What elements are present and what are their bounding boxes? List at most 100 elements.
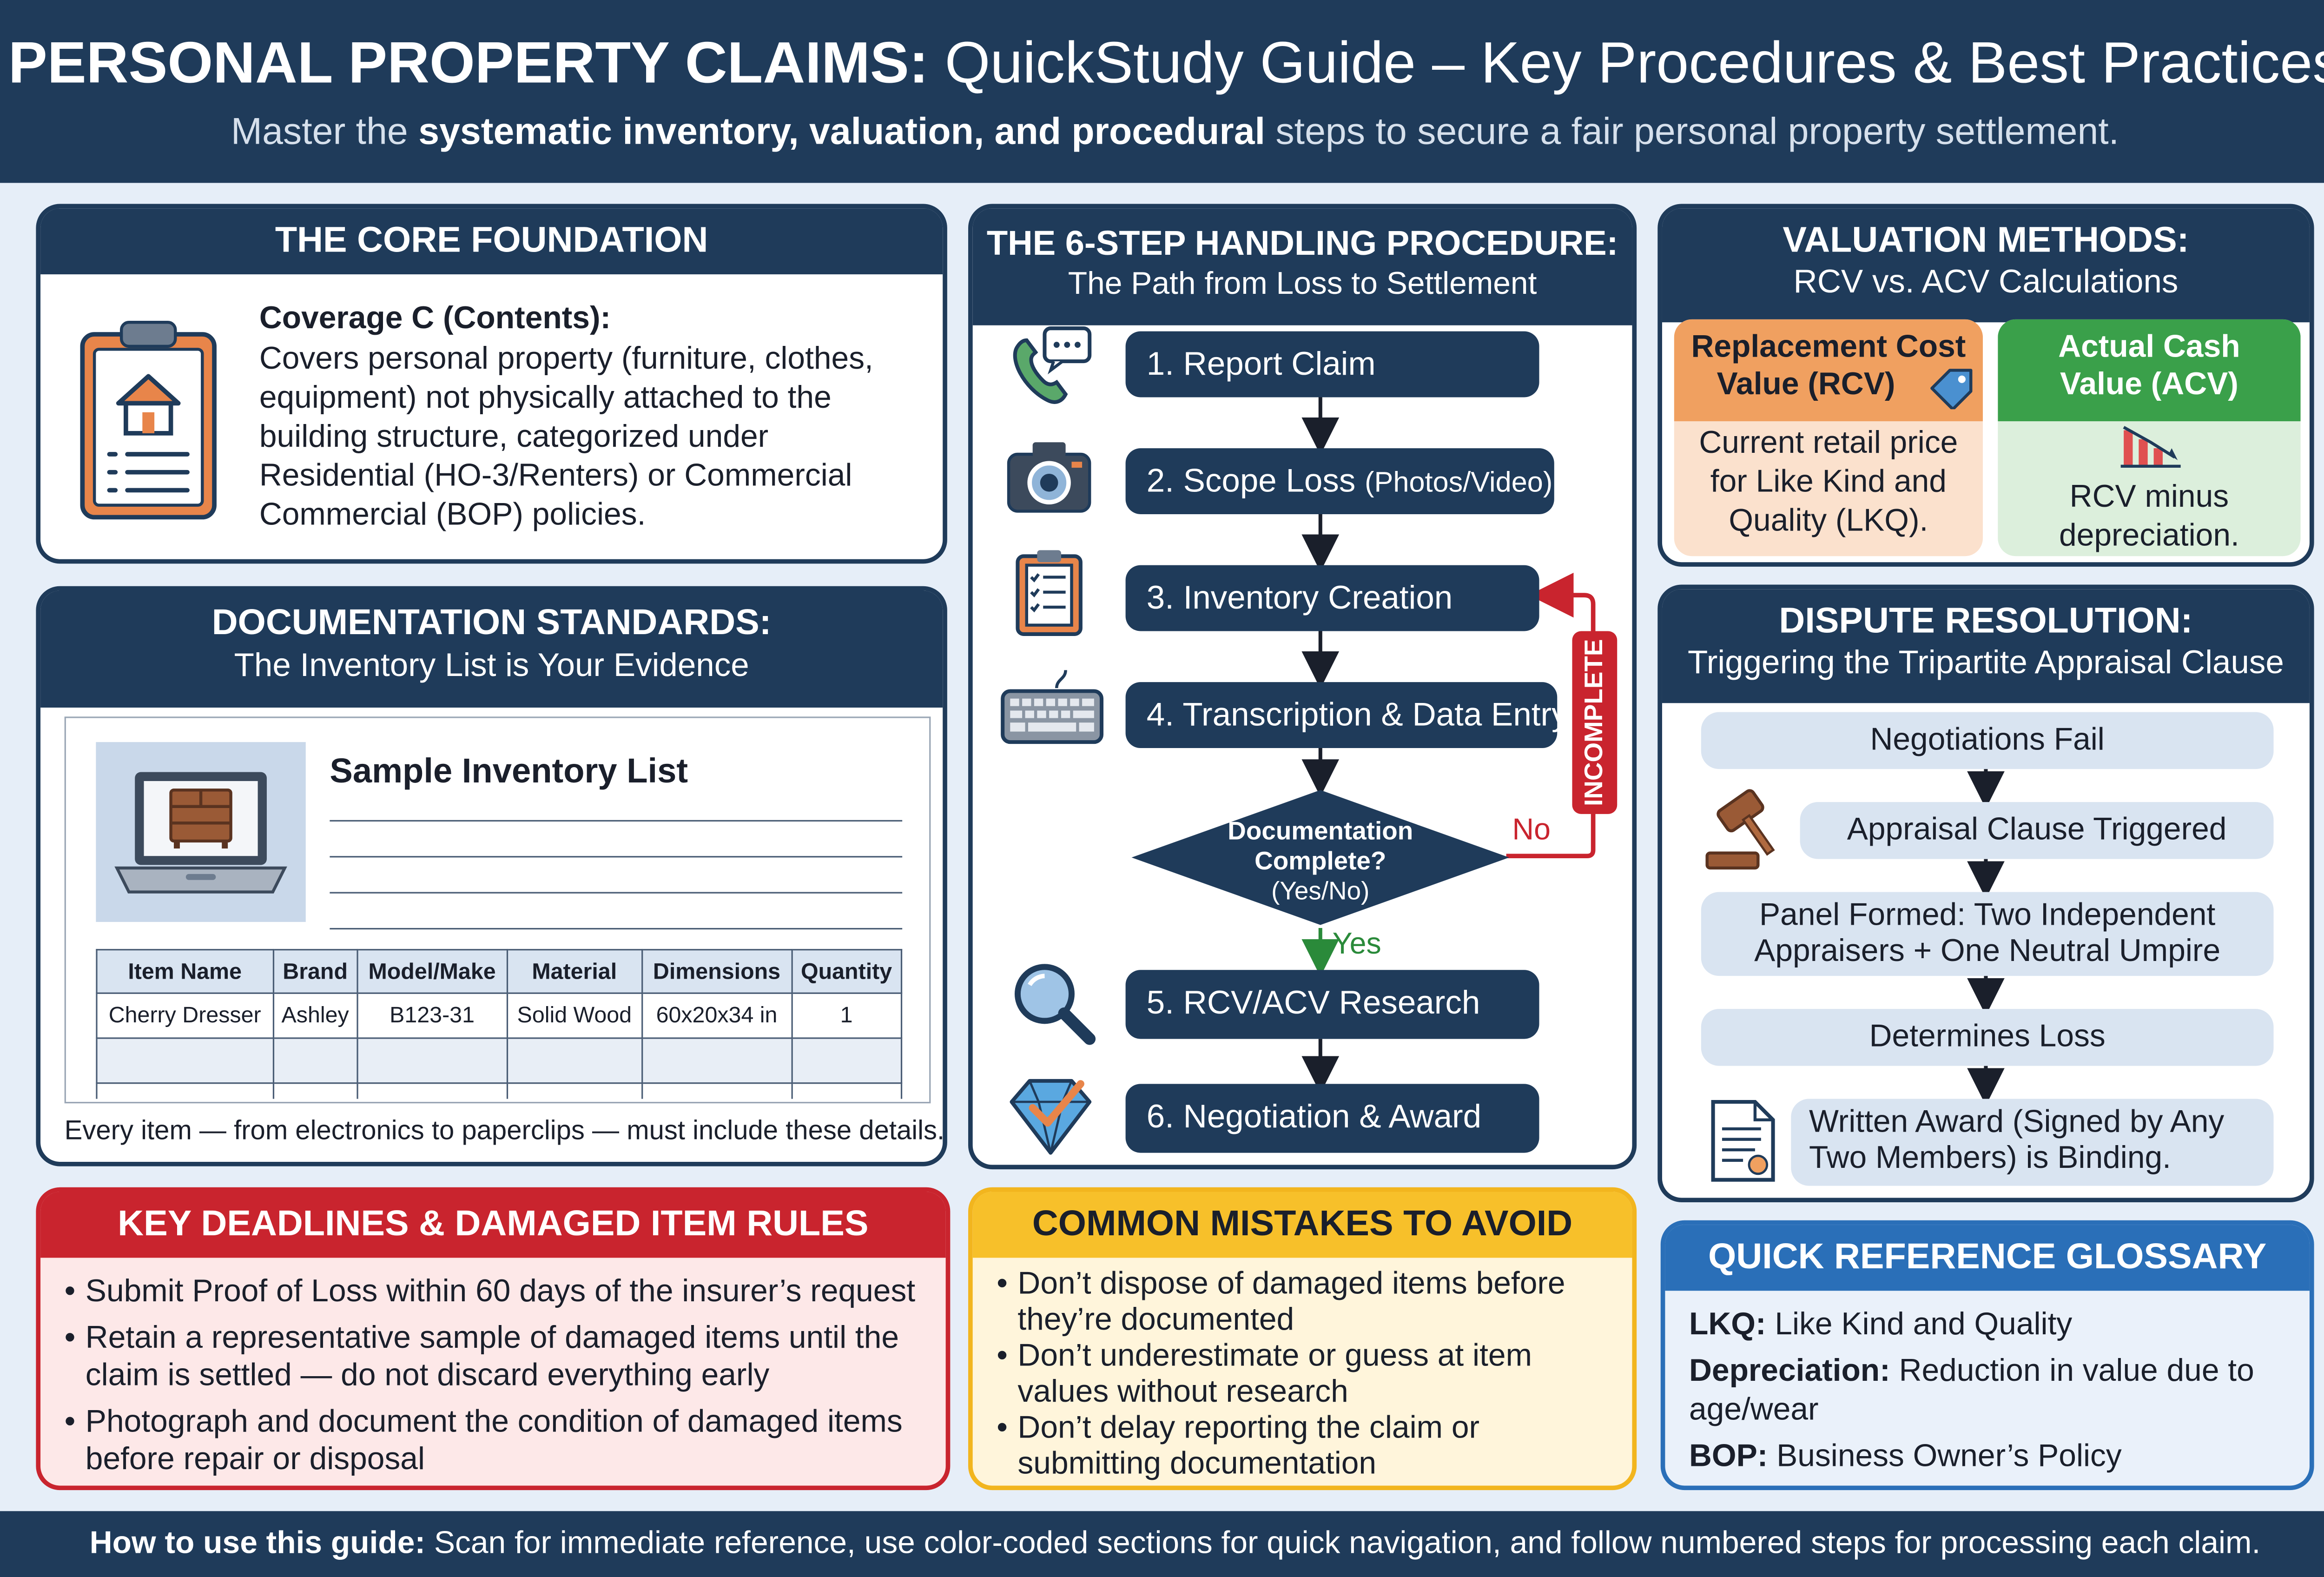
coverage-c-heading: Coverage C (Contents): [259, 301, 611, 336]
phone-chat-icon [1013, 326, 1092, 404]
table-cell [272, 1037, 358, 1084]
list-item: Don’t delay reporting the claim or submi… [997, 1411, 1614, 1483]
inventory-caption: Every item — from electronics to papercl… [64, 1115, 945, 1146]
table-cell [357, 1037, 508, 1084]
blank-line [330, 892, 903, 894]
dispute-panel: DISPUTE RESOLUTION: Triggering the Tripa… [1657, 584, 2314, 1203]
decision-diamond [1131, 790, 1510, 925]
blank-line [330, 928, 903, 930]
blank-line [330, 820, 903, 822]
procedure-subtitle: The Path from Loss to Settlement [1068, 266, 1537, 302]
valuation-panel: VALUATION METHODS: RCV vs. ACV Calculati… [1657, 204, 2314, 567]
table-cell [96, 1037, 274, 1084]
dispute-step-negotiations-fail: Negotiations Fail [1701, 712, 2274, 769]
dispute-title: DISPUTE RESOLUTION: Triggering the Tripa… [1662, 589, 2310, 703]
sample-inventory-title: Sample Inventory List [330, 751, 688, 790]
list-item: Submit Proof of Loss within 60 days of t… [65, 1273, 928, 1311]
acv-body: RCV minus depreciation. [2059, 479, 2239, 553]
checklist-icon [1016, 550, 1083, 636]
clipboard-house-icon [80, 321, 217, 520]
table-cell: 1 [791, 992, 903, 1039]
dispute-step-determines-loss: Determines Loss [1701, 1009, 2274, 1066]
decision-label: Documentation Complete? (Yes/No) [1228, 817, 1413, 906]
table-cell [357, 1082, 508, 1099]
table-cell [791, 1037, 903, 1084]
list-item: Retain a representative sample of damage… [65, 1319, 928, 1394]
no-label: No [1512, 814, 1551, 847]
magnifier-icon [1014, 964, 1096, 1045]
core-foundation-panel: THE CORE FOUNDATION Coverage C (Contents… [36, 204, 947, 564]
page-subtitle: Master the systematic inventory, valuati… [231, 111, 2119, 153]
incomplete-badge: INCOMPLETE [1572, 631, 1618, 814]
procedure-title: THE 6-STEP HANDLING PROCEDURE: The Path … [972, 208, 1632, 325]
column-header: Dimensions [641, 949, 792, 994]
table-cell: 60x20x34 in [641, 992, 792, 1039]
table-row: Cherry Dresser Ashley B123-31 Solid Wood… [96, 992, 903, 1039]
list-item: Photograph and document the condition of… [65, 1403, 928, 1478]
inventory-table: Item Name Brand Model/Make Material Dime… [96, 949, 903, 1099]
dispute-step-panel-formed: Panel Formed: Two Independent Appraisers… [1701, 892, 2274, 976]
documentation-title: DOCUMENTATION STANDARDS: The Inventory L… [40, 590, 943, 708]
table-cell [272, 1082, 358, 1099]
dispute-connectors [1967, 769, 2005, 1106]
step-inventory-creation[interactable]: 3. Inventory Creation [1125, 565, 1539, 631]
list-item: Don’t underestimate or guess at item val… [997, 1338, 1614, 1411]
coverage-c-text: Covers personal property (furniture, clo… [259, 342, 873, 532]
step-rcv-acv-research[interactable]: 5. RCV/ACV Research [1125, 970, 1539, 1039]
column-header: Material [506, 949, 643, 994]
table-cell: Solid Wood [506, 992, 643, 1039]
sample-inventory-card: Sample Inventory List Item Name Brand Mo… [64, 716, 931, 1104]
keyboard-icon [1001, 669, 1104, 744]
declining-chart-icon [2120, 426, 2181, 468]
yes-label: Yes [1332, 928, 1381, 961]
blank-line [330, 856, 903, 858]
price-tag-icon [1930, 369, 1973, 410]
table-row [96, 1037, 903, 1084]
glossary-panel: QUICK REFERENCE GLOSSARY LKQ: Like Kind … [1660, 1220, 2314, 1491]
deadlines-title: KEY DEADLINES & DAMAGED ITEM RULES [40, 1192, 946, 1258]
glossary-item-bop: BOP: Business Owner’s Policy [1689, 1439, 2122, 1474]
column-header: Quantity [791, 949, 903, 994]
page-header: PERSONAL PROPERTY CLAIMS: QuickStudy Gui… [0, 0, 2324, 183]
deadlines-list: Submit Proof of Loss within 60 days of t… [65, 1273, 928, 1486]
rcv-heading: Replacement Cost Value (RCV) [1674, 319, 1983, 422]
camera-icon [1007, 442, 1091, 513]
table-row [96, 1082, 903, 1099]
glossary-item-depreciation: Depreciation: Reduction in value due to … [1689, 1353, 2254, 1427]
page-title: PERSONAL PROPERTY CLAIMS: QuickStudy Gui… [8, 31, 2324, 96]
dispute-step-written-award: Written Award (Signed by Any Two Members… [1791, 1099, 2274, 1186]
acv-heading: Actual Cash Value (ACV) [1998, 319, 2301, 422]
step-report-claim[interactable]: 1. Report Claim [1125, 331, 1539, 398]
table-cell [641, 1082, 792, 1099]
table-header-row: Item Name Brand Model/Make Material Dime… [96, 949, 903, 994]
document-icon [1711, 1100, 1775, 1182]
column-header: Item Name [96, 949, 274, 994]
acv-card: Actual Cash Value (ACV) RCV minus deprec… [1998, 319, 2301, 557]
laptop-thumbnail [96, 742, 306, 922]
glossary-title: QUICK REFERENCE GLOSSARY [1665, 1225, 2310, 1291]
documentation-subtitle: The Inventory List is Your Evidence [234, 646, 749, 684]
valuation-title: VALUATION METHODS: RCV vs. ACV Calculati… [1662, 208, 2310, 323]
table-cell: Cherry Dresser [96, 992, 274, 1039]
valuation-subtitle: RCV vs. ACV Calculations [1793, 262, 2179, 300]
step-scope-loss[interactable]: 2. Scope Loss (Photos/Video) [1125, 448, 1554, 515]
step-negotiation-award[interactable]: 6. Negotiation & Award [1125, 1084, 1539, 1153]
table-cell: B123-31 [357, 992, 508, 1039]
table-cell: Ashley [272, 992, 358, 1039]
table-cell [641, 1037, 792, 1084]
table-cell [96, 1082, 274, 1099]
mistakes-panel: COMMON MISTAKES TO AVOID Don’t dispose o… [968, 1187, 1637, 1491]
gavel-icon [1705, 789, 1775, 870]
column-header: Brand [272, 949, 358, 994]
diamond-check-icon [1010, 1079, 1092, 1155]
step-transcription[interactable]: 4. Transcription & Data Entry [1125, 682, 1568, 749]
dispute-step-appraisal-triggered: Appraisal Clause Triggered [1800, 802, 2274, 859]
deadlines-panel: KEY DEADLINES & DAMAGED ITEM RULES Submi… [36, 1187, 951, 1491]
laptop-dresser-icon [114, 772, 287, 894]
mistakes-title: COMMON MISTAKES TO AVOID [972, 1192, 1632, 1258]
table-cell [506, 1082, 643, 1099]
documentation-panel: DOCUMENTATION STANDARDS: The Inventory L… [36, 586, 947, 1166]
list-item: Don’t dispose of damaged items before th… [997, 1267, 1614, 1339]
procedure-panel: THE 6-STEP HANDLING PROCEDURE: The Path … [968, 204, 1637, 1170]
dispute-subtitle: Triggering the Tripartite Appraisal Clau… [1688, 643, 2284, 681]
